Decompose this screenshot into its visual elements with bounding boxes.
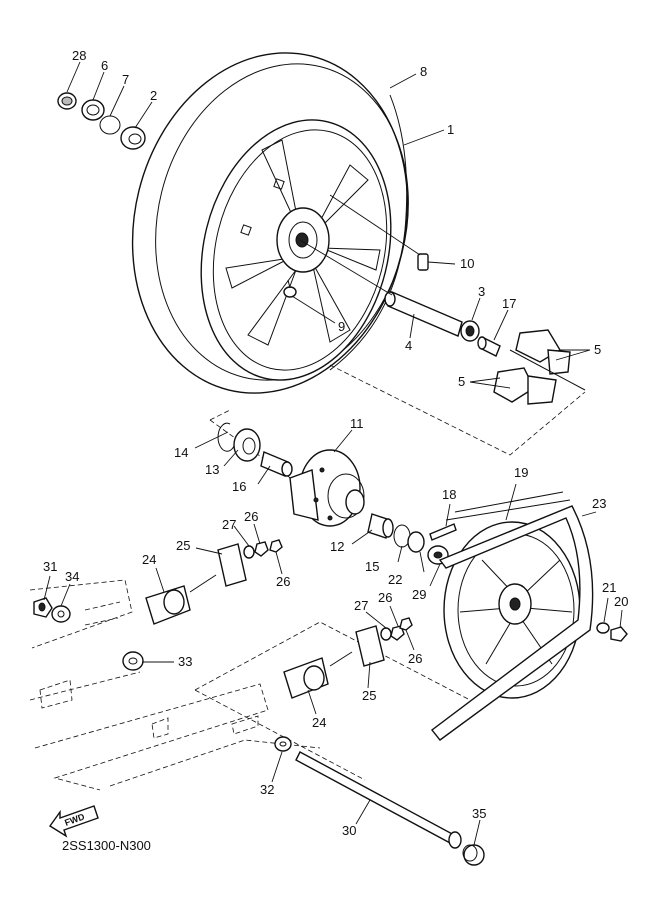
callout-2: 2 bbox=[150, 88, 157, 103]
callout-25-upper: 25 bbox=[176, 538, 190, 553]
fwd-arrow-icon: FWD bbox=[48, 805, 99, 838]
washer-27-upper[interactable] bbox=[243, 545, 255, 559]
callout-4: 4 bbox=[405, 338, 412, 353]
callout-30: 30 bbox=[342, 823, 356, 838]
callout-8: 8 bbox=[420, 64, 427, 79]
adjuster-plate-25-upper[interactable] bbox=[217, 543, 247, 587]
circlip-7[interactable] bbox=[99, 115, 121, 135]
clip-10[interactable] bbox=[417, 253, 429, 271]
nut-26-upper[interactable] bbox=[254, 539, 283, 557]
swingarm-outline bbox=[29, 579, 321, 791]
callout-27-upper: 27 bbox=[222, 517, 236, 532]
nut-26-lower[interactable] bbox=[390, 617, 413, 641]
callout-18: 18 bbox=[442, 487, 456, 502]
callout-24-lower: 24 bbox=[312, 715, 326, 730]
washer-27-lower[interactable] bbox=[380, 627, 392, 641]
valve-stem[interactable] bbox=[283, 279, 297, 298]
callout-22: 22 bbox=[388, 572, 402, 587]
callout-33: 33 bbox=[178, 654, 192, 669]
chain-adjuster-24-lower[interactable] bbox=[283, 651, 353, 699]
callout-17: 17 bbox=[502, 296, 516, 311]
callout-9: 9 bbox=[338, 319, 345, 334]
callout-15: 15 bbox=[365, 559, 379, 574]
damper-group-outline bbox=[329, 364, 586, 456]
callout-16: 16 bbox=[232, 479, 246, 494]
callout-5-upper: 5 bbox=[594, 342, 601, 357]
diagram-code: 2SS1300-N300 bbox=[62, 838, 151, 853]
washer-33[interactable] bbox=[122, 651, 144, 671]
callout-23: 23 bbox=[592, 496, 606, 511]
nut-20[interactable] bbox=[610, 626, 628, 642]
callout-28: 28 bbox=[72, 48, 86, 63]
callout-11: 11 bbox=[350, 416, 364, 431]
callout-26-lower-a: 26 bbox=[378, 590, 392, 605]
bearing-13[interactable] bbox=[233, 428, 261, 462]
chain-adjuster-group-outline bbox=[194, 621, 471, 781]
oil-seal-6[interactable] bbox=[81, 99, 105, 121]
bearing-3[interactable] bbox=[460, 320, 480, 342]
callout-25-lower: 25 bbox=[362, 688, 376, 703]
callout-20: 20 bbox=[614, 594, 628, 609]
collar-16[interactable] bbox=[260, 451, 293, 477]
callout-12: 12 bbox=[330, 539, 344, 554]
washer-34[interactable] bbox=[51, 605, 71, 623]
callout-7: 7 bbox=[122, 72, 129, 87]
callout-29: 29 bbox=[412, 587, 426, 602]
adjuster-nut-31[interactable] bbox=[33, 597, 53, 618]
collar-17[interactable] bbox=[477, 336, 501, 357]
callout-3: 3 bbox=[478, 284, 485, 299]
callout-6: 6 bbox=[101, 58, 108, 73]
drive-belt-23[interactable] bbox=[431, 491, 594, 741]
cap-35[interactable] bbox=[462, 844, 485, 866]
bearing-12[interactable] bbox=[367, 513, 394, 539]
callout-19: 19 bbox=[514, 465, 528, 480]
stud-bolt-18[interactable] bbox=[429, 523, 457, 541]
oil-seal-28[interactable] bbox=[57, 92, 77, 110]
spacer-4[interactable] bbox=[384, 291, 463, 337]
adjuster-plate-25-lower[interactable] bbox=[355, 625, 385, 667]
callout-34: 34 bbox=[65, 569, 79, 584]
callout-26-upper-a: 26 bbox=[244, 509, 258, 524]
washer-32[interactable] bbox=[274, 736, 292, 752]
callout-21: 21 bbox=[602, 580, 616, 595]
callout-26-upper-b: 26 bbox=[276, 574, 290, 589]
callout-27-lower: 27 bbox=[354, 598, 368, 613]
rear-wheel-rim[interactable] bbox=[175, 100, 417, 401]
callout-14: 14 bbox=[174, 445, 188, 460]
circlip-22[interactable] bbox=[407, 531, 425, 553]
callout-32: 32 bbox=[260, 782, 274, 797]
clutch-hub-11[interactable] bbox=[289, 449, 365, 527]
callout-35: 35 bbox=[472, 806, 486, 821]
callout-31: 31 bbox=[43, 559, 57, 574]
callout-24-upper: 24 bbox=[142, 552, 156, 567]
hub-dampers-5[interactable] bbox=[493, 329, 586, 405]
callout-26-lower-b: 26 bbox=[408, 651, 422, 666]
callout-1: 1 bbox=[447, 122, 454, 137]
callout-13: 13 bbox=[205, 462, 219, 477]
bearing-2[interactable] bbox=[120, 126, 146, 150]
rear-axle-30[interactable] bbox=[295, 751, 462, 849]
chain-adjuster-24-upper[interactable] bbox=[145, 574, 217, 625]
callout-5-lower: 5 bbox=[458, 374, 465, 389]
washer-21[interactable] bbox=[596, 622, 610, 634]
callout-10: 10 bbox=[460, 256, 474, 271]
